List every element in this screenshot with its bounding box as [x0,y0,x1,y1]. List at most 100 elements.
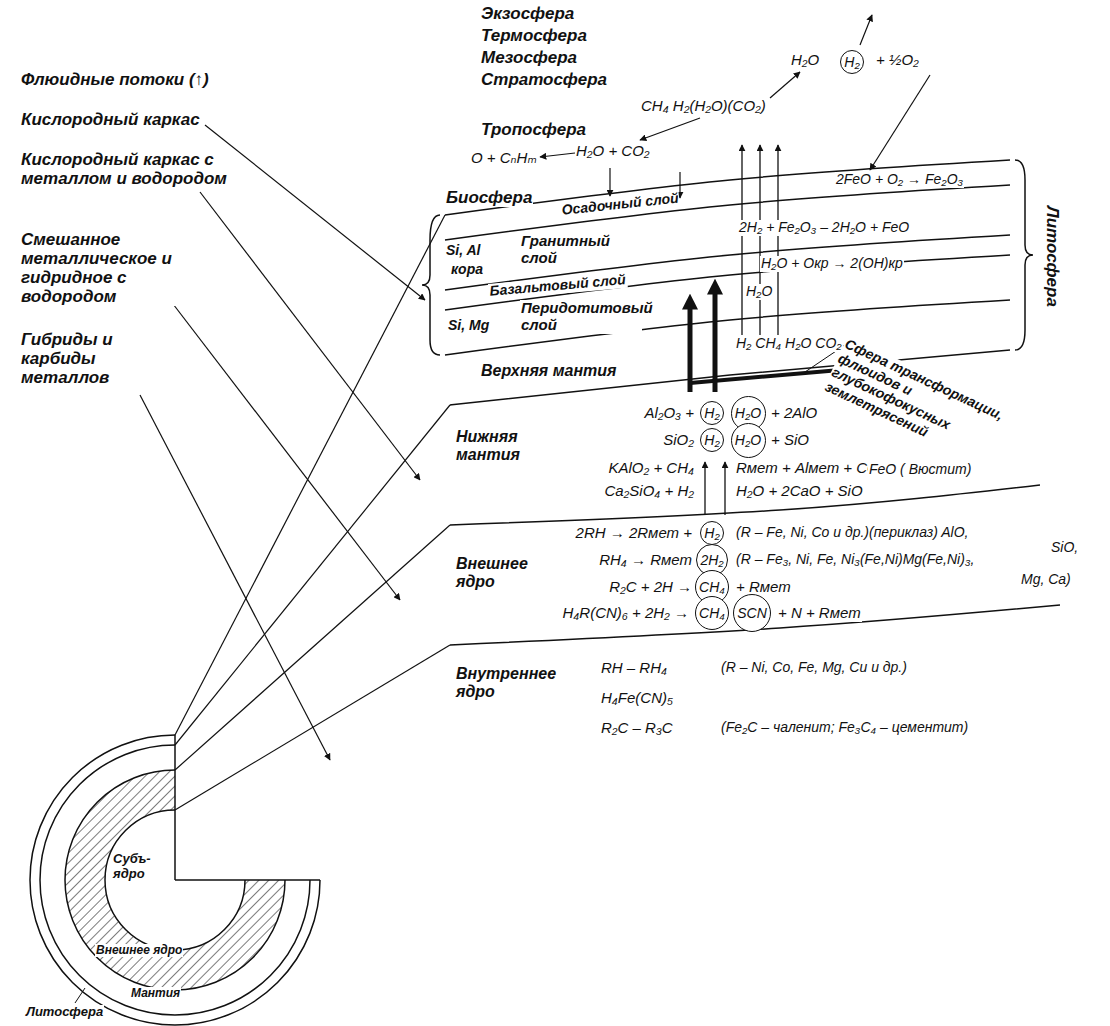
layer-label: Биосфера [445,188,533,207]
layer-boundary [445,300,1010,355]
arrow-line [140,395,330,760]
atmosphere-label: Стратосфера [480,70,608,89]
formula-text: H₂O [735,406,761,420]
layer-label: Субъ-ядро [112,852,169,881]
layer-label: Перидотитовый слой [520,300,642,334]
leader-line [175,525,450,770]
formula-label: KAlO₂ + CH₄ [607,460,695,477]
arrow-line [704,462,705,515]
formula-label: O + CₙHₘ [470,150,538,167]
formula-label: + SiO [770,432,810,449]
arrow-line [777,145,778,335]
bracket [1015,160,1033,350]
formula-text: CH₄ [699,606,725,620]
zone-label: Флюидные потоки (↑) [20,70,210,89]
arrow-line [741,145,742,335]
formula-label: + ½O₂ [875,52,920,69]
arrow-line [860,15,872,45]
formula-label: H₄Fe(CN)₅ [600,690,674,707]
atmosphere-label: Мезосфера [480,48,578,67]
layer-label: Нижняя мантия [455,428,547,464]
formula-text: H₂ [844,55,859,69]
zone-label: Гибриды и карбиды металлов [20,330,172,387]
atmosphere-label: Тропосфера [480,120,587,139]
layer-label: Гранитный слой [520,233,607,267]
arrow-line [640,118,700,140]
layer-label: Si, Al [445,243,482,259]
formula-label: H₄R(CN)₆ + 2H₂ → [561,605,690,622]
formula-label: Rмет + Alмет + CO₂ [735,460,885,477]
formula-circle: H₂O [731,423,766,458]
arrow-line [540,153,575,157]
formula-label: FeO ( Вюстит) [868,462,972,478]
leader-line [174,735,176,880]
formula-text: SCN [737,606,767,620]
formula-label: H₂O + 2CaO + SiO [735,483,864,500]
formula-text: H₂ [704,406,719,420]
atmosphere-label: Экзосфера [480,4,575,23]
layer-label: Внутреннее ядро [455,665,557,701]
formula-label: + Rмет [735,579,792,596]
formula-circle: H₂ [840,50,864,74]
zone-label: Смешанное металлическое и гидридное с во… [20,230,222,306]
formula-label: H₂ CH₄ H₂O CO₂ [735,336,843,352]
formula-label: (R – Fe₃, Ni, Fe, Ni₃(Fe,Ni)Mg(Fe,Ni)₃, [735,552,975,568]
atmosphere-label: Термосфера [480,26,588,45]
arrow-line [170,300,400,600]
leader-line [175,879,320,881]
formula-label: Ca₂SiO₄ + H₂ [603,483,695,500]
formula-circle: H₂ [700,521,724,545]
formula-label: SiO, [1050,540,1079,556]
formula-label: H₂O + Oкр → 2(OH)кр [760,256,904,272]
leader-line [175,405,450,745]
formula-label: 2RH → 2Rмет + [575,525,693,542]
leader-line [75,988,85,1003]
arrow-line [724,462,725,515]
formula-text: H₂ [704,433,719,447]
formula-text: 2H₂ [700,553,723,567]
arrow-line [200,192,420,480]
arrow-line [679,172,680,198]
formula-label: CH₄ H₂(H₂O)(CO₂) [640,98,767,115]
zone-label: Кислородный каркас [20,110,201,129]
layer-label: Внешнее ядро [95,944,183,957]
formula-text: H₂ [704,526,719,540]
layer-label: Верхняя мантия [480,362,618,380]
arrow-line [870,75,930,170]
arrow-line [688,300,693,392]
formula-label: R₂C – R₃C [600,720,674,737]
formula-label: R₂C + 2H → [608,579,693,596]
layer-label: Осадочный слой [560,191,680,219]
earth-shell [30,735,320,1025]
formula-circle: SCN [733,594,771,632]
zone-label: Кислородный каркас с металлом и водородо… [20,150,232,188]
earth-section [30,735,320,1025]
formula-circle: H₂ [700,428,724,452]
layer-label: Внешнее ядро [455,555,537,591]
arrow-line [205,125,425,300]
formula-label: H₂O + CO₂ [575,143,651,160]
formula-label: Mg, Ca) [1020,572,1072,588]
formula-label: 2FeO + O₂ → Fe₂O₃ [835,172,964,188]
formula-label: (R – Ni, Co, Fe, Mg, Cu и др.) [720,660,908,676]
layer-boundary [445,160,1010,215]
formula-label: H₂O [790,52,820,69]
layer-boundary [445,185,1010,240]
layer-label: Мантия [130,987,181,1000]
layer-label: Si, Mg [447,318,490,334]
formula-circle: H₂ [700,401,724,425]
formula-label: Al₂O₃ + [643,405,695,422]
formula-label: + 2AlO [770,405,818,422]
formula-label: 2H₂ + Fe₂O₃ – 2H₂O + FeO [738,220,910,236]
layer-label: Литосфера [25,1005,104,1020]
layer-label: кора [450,262,484,278]
formula-label: (R – Fe, Ni, Co и др.)(периклаз) AlO, [735,525,969,541]
formula-label: H₂O [745,284,773,300]
arrow-line [713,285,718,392]
formula-label: + N + Rмет [777,605,862,622]
bracket [422,215,440,355]
arrow-line [609,168,610,196]
formula-label: SiO₂ [662,432,695,449]
formula-label: RH – RH₄ [600,660,668,677]
arrow-line [770,72,800,98]
